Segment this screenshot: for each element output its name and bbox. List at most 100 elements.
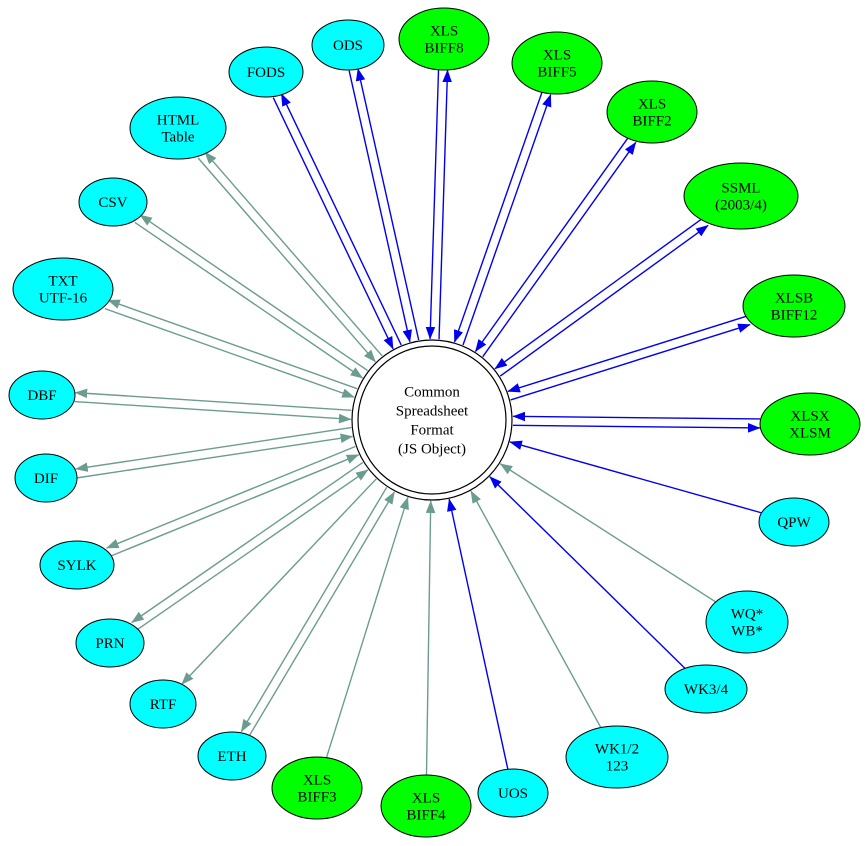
node-dif: DIF	[14, 453, 78, 503]
edge-sylk-write	[106, 445, 356, 549]
edge-xls-biff8-write	[438, 69, 452, 340]
node-eth-shape	[197, 731, 267, 781]
edge-html-table-write	[204, 151, 383, 357]
node-xls-biff2-shape	[606, 80, 698, 144]
edge-csv-write	[139, 214, 369, 372]
edge-xls-biff2-write	[482, 141, 637, 358]
edge-dif-write	[75, 426, 352, 472]
node-csv-shape	[78, 177, 148, 227]
edge-xlsb-write	[510, 323, 751, 401]
node-csv: CSV	[78, 177, 148, 227]
node-xls-biff4-shape	[380, 774, 472, 838]
node-xlsb-shape	[742, 274, 846, 338]
node-uos-shape	[477, 768, 549, 818]
edge-uos-read	[447, 498, 509, 770]
node-rtf: RTF	[129, 679, 197, 729]
edge-txt-utf16-write	[107, 299, 358, 390]
node-csv-label: CSV	[98, 195, 127, 211]
edge-fods-write	[280, 93, 402, 346]
edge-rtf-write	[181, 478, 377, 685]
edge-ods-read	[348, 70, 412, 343]
node-dif-shape	[14, 453, 78, 503]
edge-ssml-read	[494, 217, 704, 370]
node-dbf: DBF	[8, 370, 76, 420]
node-wk34-label: WK3/4	[684, 682, 729, 698]
node-txt-utf16-shape	[12, 257, 114, 321]
edge-xls-biff2-read	[474, 136, 630, 352]
edge-dbf-read	[74, 400, 352, 424]
node-sylk: SYLK	[39, 540, 115, 590]
edge-eth-write	[240, 486, 388, 733]
edge-xlsx-read	[512, 411, 761, 422]
edge-wk34-read	[489, 476, 686, 669]
node-wk34: WK3/4	[664, 664, 748, 714]
edge-dbf-write	[74, 388, 352, 412]
edge-ods-write	[355, 68, 420, 341]
edge-xlsb-read	[507, 315, 748, 393]
node-prn: PRN	[75, 618, 145, 668]
node-prn-shape	[75, 618, 145, 668]
edge-sylk-read	[109, 454, 360, 558]
edge-prn-write	[131, 461, 364, 624]
node-eth-label: ETH	[217, 749, 246, 765]
edge-xlsx-write	[512, 423, 761, 433]
node-xlsx-shape	[759, 392, 861, 456]
node-uos: UOS	[477, 768, 549, 818]
node-ods-shape	[311, 19, 385, 71]
node-dbf-label: DBF	[27, 388, 56, 404]
node-qpw-label: QPW	[777, 515, 811, 531]
node-dif-label: DIF	[34, 471, 58, 487]
edge-xls-biff3-read	[325, 496, 409, 758]
node-fods: FODS	[228, 46, 304, 98]
node-wq-wb: WQ*WB*	[705, 590, 789, 654]
node-xls-biff5-shape	[511, 31, 603, 95]
node-wq-wb-shape	[705, 590, 789, 654]
node-ssml: SSML(2003/4)	[683, 162, 799, 230]
node-ssml-label: SSML(2003/4)	[715, 181, 767, 214]
edge-txt-utf16-read	[104, 307, 355, 398]
edge-xls-biff5-read	[453, 91, 543, 343]
node-ssml-shape	[683, 162, 799, 230]
node-ods: ODS	[311, 19, 385, 71]
node-xls-biff8-shape	[398, 7, 490, 71]
node-prn-label: PRN	[95, 636, 124, 652]
edge-qpw-read	[509, 440, 762, 514]
edge-wq-wb-read	[499, 463, 717, 603]
node-rtf-shape	[129, 679, 197, 729]
edge-xls-biff8-read	[425, 69, 440, 340]
edge-xls-biff4-read	[425, 500, 436, 776]
node-uos-label: UOS	[498, 786, 528, 802]
node-html-table-shape	[129, 96, 227, 160]
node-fods-shape	[228, 46, 304, 98]
node-sylk-label: SYLK	[57, 558, 96, 574]
edge-eth-read	[248, 491, 396, 737]
node-sylk-shape	[39, 540, 115, 590]
edge-fods-read	[272, 97, 394, 350]
node-ods-label: ODS	[333, 38, 363, 54]
node-dbf-shape	[8, 370, 76, 420]
node-qpw: QPW	[758, 497, 830, 547]
edge-html-table-read	[197, 157, 376, 363]
edge-prn-read	[136, 469, 369, 631]
edge-wk12-123-read	[470, 490, 602, 728]
node-rtf-label: RTF	[150, 697, 177, 713]
edges-layer	[74, 68, 762, 776]
